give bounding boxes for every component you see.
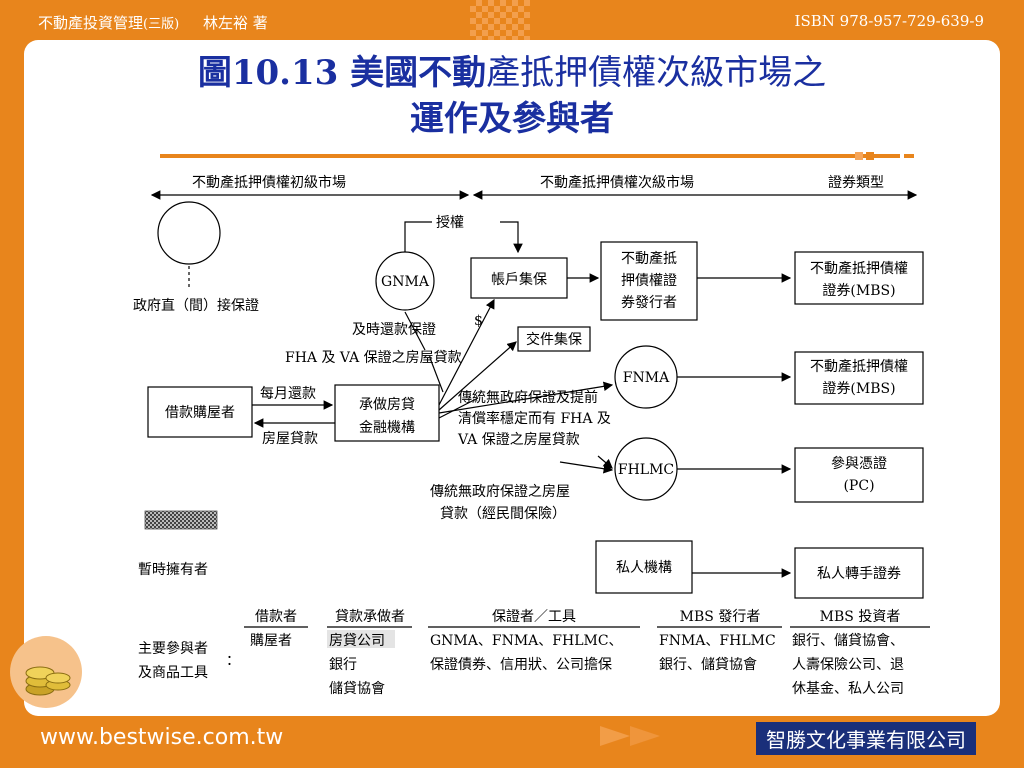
header-lender: 貸款承做者 [335, 609, 405, 625]
label-mortgage-loan: 房屋貸款 [262, 431, 318, 447]
issuer-item-1: FNMA、FHLMC [659, 633, 776, 649]
content-panel [24, 40, 1000, 716]
author-text: 林左裕 著 [203, 14, 268, 32]
mbs1-line-1: 不動產抵押債權 [810, 260, 908, 277]
label-dollar: $ [474, 313, 483, 329]
lender-line-2: 金融機構 [359, 420, 415, 436]
temp-holder-hatch [144, 510, 218, 530]
title-part2: 產抵押債權次級市場之 [486, 53, 827, 93]
investor-item-3: 休基金、私人公司 [792, 680, 904, 697]
pc-box [794, 447, 924, 503]
label-authorize: 授權 [436, 215, 464, 231]
title-part1: 圖10.13 美國不動 [197, 53, 487, 93]
lender-item-1: 房貸公司 [329, 633, 385, 649]
label-fhlmc: FHLMC [618, 462, 674, 478]
label-pool-account: 帳戶集保 [491, 271, 547, 288]
issuer-line-1: 不動產抵 [621, 250, 677, 267]
label-private-pass: 私人轉手證券 [817, 565, 901, 582]
header-guarantor: 保證者／工具 [492, 608, 576, 625]
lender-line-1: 承做房貸 [359, 397, 415, 413]
gnma-authorize-line [404, 221, 432, 252]
mbs1-line-2: 證券(MBS) [822, 282, 895, 299]
issuer-line-2: 押債權證 [621, 272, 677, 289]
borrower-box [147, 386, 253, 438]
label-gnma: GNMA [381, 274, 430, 290]
investor-item-2: 人壽保險公司、退 [792, 657, 904, 673]
lender-conventional-line [438, 397, 479, 419]
pc-line-2: (PC) [843, 478, 874, 494]
lender-item-3: 儲貸協會 [329, 681, 385, 697]
mbs-box-2 [794, 351, 924, 405]
participants-colon: ： [226, 653, 240, 669]
header-issuer: MBS 發行者 [680, 609, 761, 625]
label-deliver-pool: 交件集保 [526, 331, 582, 348]
guarantor-item-2: 保證債券、信用狀、公司擔保 [430, 656, 612, 673]
conventional-line-3: VA 保證之房屋貸款 [457, 431, 580, 448]
slide-title: 圖10.13 美國不動產抵押債權次級市場之 運作及參與者 [24, 50, 1000, 142]
title-underline [160, 154, 900, 158]
private-institution-box [595, 540, 693, 594]
header-bar: 不動產投資管理(三版) 林左裕 著 ISBN 978-957-729-639-9 [0, 0, 1024, 44]
footer-arrows-decoration [600, 726, 660, 746]
header-checker-pattern [470, 0, 530, 44]
label-secondary-market: 不動產抵押債權次級市場 [540, 174, 694, 191]
label-primary-market: 不動產抵押債權初級市場 [192, 174, 346, 191]
lender-fha-line [429, 357, 444, 393]
issuer-box [600, 241, 698, 321]
book-title: 不動產投資管理(三版) 林左裕 著 [38, 12, 268, 33]
isbn: ISBN 978-957-729-639-9 [794, 12, 984, 30]
lender-to-pool-arrow [438, 298, 495, 406]
title-line2: 運作及參與者 [410, 99, 614, 139]
mbs2-line-1: 不動產抵押債權 [810, 358, 908, 375]
label-temp-holder: 暫時擁有者 [138, 562, 208, 578]
book-title-text: 不動產投資管理 [38, 14, 144, 32]
underline-tail [904, 154, 914, 158]
mbs2-line-2: 證券(MBS) [822, 380, 895, 397]
label-securities-type: 證券類型 [828, 174, 884, 191]
guarantor-item-1: GNMA、FNMA、FHLMC、 [430, 633, 623, 649]
conventional-line-1: 傳統無政府保證及提前 [458, 389, 598, 406]
authorize-arrow [500, 221, 523, 254]
label-timely-repay: 及時還款保證 [352, 321, 436, 338]
issuer-line-3: 券發行者 [621, 295, 677, 311]
label-fnma: FNMA [623, 370, 670, 386]
coins-icon [25, 666, 71, 696]
lender-item-2: 銀行 [329, 657, 357, 673]
footer-url: www.bestwise.com.tw [40, 725, 284, 750]
investor-item-1: 銀行、儲貸協會、 [792, 633, 904, 649]
footer-company: 智勝文化事業有限公司 [756, 722, 976, 755]
label-borrower: 借款購屋者 [165, 405, 235, 421]
mbs-box-1 [794, 251, 924, 305]
pc-line-1: 參與憑證 [831, 455, 887, 472]
conv-private-line-1: 傳統無政府保證之房屋 [430, 483, 570, 500]
lender-to-deliver-arrow [438, 341, 517, 411]
private-pass-box [794, 547, 924, 599]
header-borrower: 借款者 [255, 609, 297, 625]
government-circle [157, 201, 221, 265]
underline-square-1 [855, 152, 863, 160]
to-fhlmc-arrow-a [597, 455, 613, 469]
issuer-item-2: 銀行、儲貸協會 [659, 657, 757, 673]
header-investor: MBS 投資者 [820, 609, 901, 625]
edition-text: (三版) [143, 17, 180, 32]
underline-square-2 [866, 152, 874, 160]
to-fhlmc-arrow-b [559, 461, 614, 474]
deliver-pool-box [517, 326, 591, 352]
label-private-inst: 私人機構 [616, 560, 672, 576]
label-monthly-repay: 每月還款 [260, 386, 316, 402]
conv-private-line-2: 貸款（經民間保險） [440, 506, 566, 522]
participants-label-2: 及商品工具 [138, 665, 208, 681]
label-fha-va-loan: FHA 及 VA 保證之房屋貸款 [285, 349, 462, 366]
lender-to-fnma-arrow [438, 381, 614, 414]
gnma-guarantee-line [404, 311, 426, 351]
borrower-item-1: 購屋者 [250, 633, 292, 649]
conventional-line-2: 清償率穩定而有 FHA 及 [458, 410, 611, 427]
label-gov-guarantee: 政府直（間）接保證 [133, 297, 259, 314]
participants-label-1: 主要參與者 [138, 641, 208, 657]
